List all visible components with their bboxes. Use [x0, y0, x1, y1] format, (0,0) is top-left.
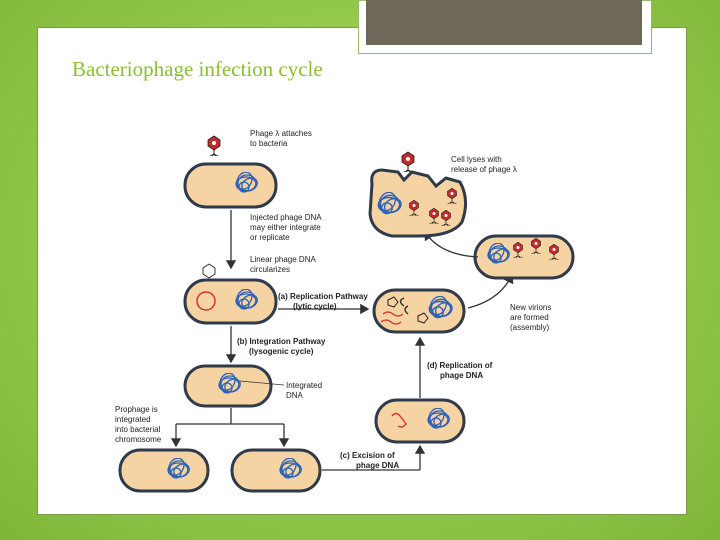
label-prophage-line4: chromosome [115, 435, 162, 444]
label-excision-line1: (c) Excision of [340, 451, 395, 460]
label-integration-pathway: (b) Integration Pathway [237, 337, 326, 346]
arrow-to-assembly [467, 273, 514, 309]
cell-circularized [183, 263, 278, 325]
label-prophage-line1: Prophage is [115, 405, 158, 414]
cell-lysogen [183, 364, 285, 408]
label-linear-line1: Linear phage DNA [250, 255, 316, 264]
label-replication-d-line2: phage DNA [440, 371, 483, 380]
circular-phage-dna-icon [196, 291, 216, 311]
label-lyses-line1: Cell lyses with [451, 155, 502, 164]
label-inject-line3: or replicate [250, 233, 290, 242]
cell-excised [374, 398, 466, 444]
label-attach-line1: Phage λ attaches [250, 129, 312, 138]
label-attach-line2: to bacteria [250, 139, 288, 148]
empty-capsid-icon [202, 263, 216, 279]
label-new-virions-line2: are formed [510, 313, 549, 322]
slide-title: Bacteriophage infection cycle [72, 57, 323, 81]
label-prophage-line3: into bacterial [115, 425, 161, 434]
arrow-division [170, 408, 290, 448]
label-lysogenic-cycle: (lysogenic cycle) [249, 347, 314, 356]
label-inject-line1: Injected phage DNA [250, 213, 322, 222]
cell-daughter-left [118, 448, 210, 493]
cell-attach [183, 135, 278, 209]
slide-panel [37, 27, 687, 515]
label-lytic-cycle: (lytic cycle) [293, 302, 337, 311]
header-decoration-block [366, 0, 642, 45]
label-inject-line2: may either integrate [250, 223, 321, 232]
label-integrated-line1: Integrated [286, 381, 322, 390]
cell-daughter-right [230, 448, 322, 493]
label-replication-pathway: (a) Replication Pathway [278, 292, 368, 301]
label-replication-d-line1: (d) Replication of [427, 361, 493, 370]
cell-assembly [473, 234, 575, 280]
label-linear-line2: circularizes [250, 265, 290, 274]
label-new-virions-line1: New virions [510, 303, 551, 312]
label-lyses-line2: release of phage λ [451, 165, 517, 174]
phage-lambda-icon [207, 135, 221, 156]
excised-phage-dna-icon [391, 412, 407, 428]
label-prophage-line2: integrated [115, 415, 151, 424]
cell-lytic-replication [372, 288, 466, 334]
label-excision-line2: phage DNA [356, 461, 399, 470]
cell-lysed [368, 151, 467, 238]
label-new-virions-line3: (assembly) [510, 323, 549, 332]
label-integrated-line2: DNA [286, 391, 304, 400]
